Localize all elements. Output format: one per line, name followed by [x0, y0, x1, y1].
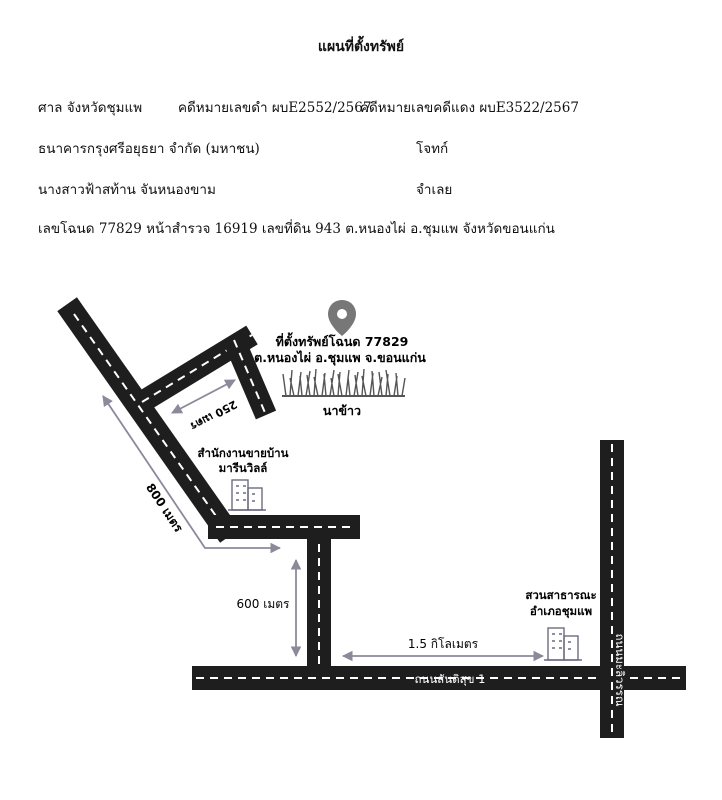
road-label-malivan: ถนนมะลิวรรณ [613, 634, 627, 707]
property-label-line2: ต.หนองไผ่ อ.ชุมแพ จ.ขอนแก่น [254, 350, 426, 366]
sales-office-label-line1: สำนักงานขายบ้าน [198, 446, 289, 460]
rice-field-icon [282, 368, 406, 397]
page-title: แผนที่ตั้งทรัพย์ [317, 39, 405, 55]
property-label-line1: ที่ตั้งทรัพย์โฉนด 77829 [276, 332, 409, 349]
defendant-role: จำเลย [416, 182, 453, 198]
location-pin-icon [328, 300, 356, 336]
deed-info: เลขโฉนด 77829 หน้าสำรวจ 16919 เลขที่ดิน … [38, 221, 555, 237]
distance-arrow-800m [102, 395, 282, 554]
defendant-name: นางสาวฟ้าสท้าน จันหนองขาม [38, 182, 216, 198]
park-label-line2: อำเภอชุมแพ [530, 604, 592, 619]
park-label-line1: สวนสาธารณะ [525, 588, 596, 602]
building-icon [544, 627, 582, 661]
plaintiff-role: โจทก์ [416, 141, 449, 157]
sales-office-label-line2: มารีนวิลล์ [219, 461, 268, 475]
distance-label-250m: 250 เมตร [188, 397, 239, 432]
black-case-number: คดีหมายเลขดำ ผบE2552/2567 [178, 100, 372, 116]
rice-field-label: นาข้าว [323, 403, 361, 418]
building-icon [228, 479, 266, 511]
road-label-santisuk: ถนนสันติสุข 1 [415, 672, 486, 686]
plaintiff-name: ธนาคารกรุงศรีอยุธยา จำกัด (มหาชน) [38, 141, 260, 157]
distance-label-1-5km: 1.5 กิโลเมตร [408, 637, 479, 651]
red-case-number: คดีหมายเลขคดีแดง ผบE3522/2567 [360, 100, 579, 116]
distance-label-600m: 600 เมตร [237, 597, 291, 611]
court-name: ศาล จังหวัดชุมแพ [38, 100, 143, 116]
